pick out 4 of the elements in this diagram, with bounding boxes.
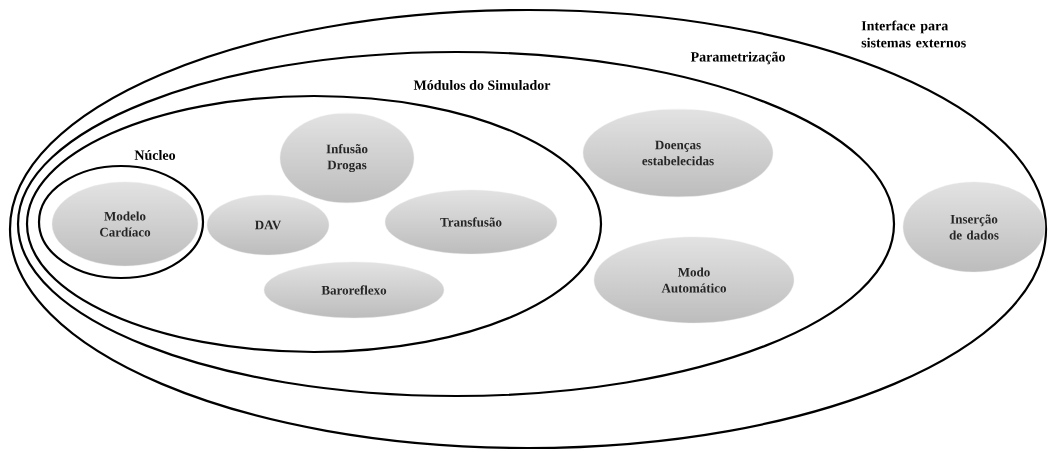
- region-heading: Interface para sistemas externos: [861, 20, 966, 48]
- region-heading: Parametrização: [690, 51, 785, 65]
- region-heading: Módulos do Simulador: [413, 80, 551, 90]
- region-heading: Núcleo: [134, 150, 176, 160]
